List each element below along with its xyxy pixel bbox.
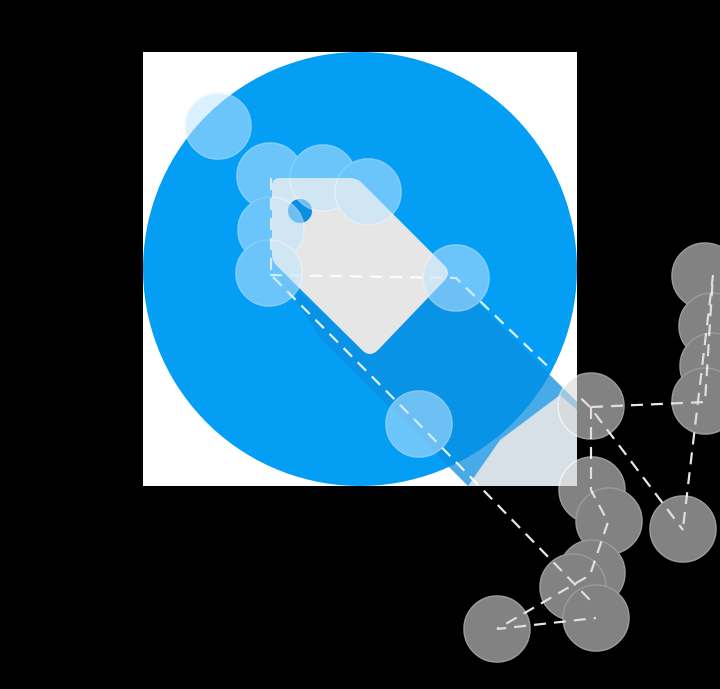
marker-circle[interactable] [184,92,252,160]
marker-circle[interactable] [671,367,720,435]
dashed-path-right [269,273,684,531]
marker-circle[interactable] [235,239,303,307]
marker-circle[interactable] [463,595,531,663]
tag-body [272,178,448,354]
marker-circle[interactable] [649,495,717,563]
light-markers [184,92,490,458]
marker-circle[interactable] [422,244,490,312]
tag-shadow-light [468,395,577,486]
marker-circle[interactable] [334,158,402,226]
marker-circle[interactable] [557,372,625,440]
grey-markers [463,242,720,663]
tag-long-shadow [275,270,577,486]
marker-circle[interactable] [385,390,453,458]
marker-circle[interactable] [562,584,630,652]
